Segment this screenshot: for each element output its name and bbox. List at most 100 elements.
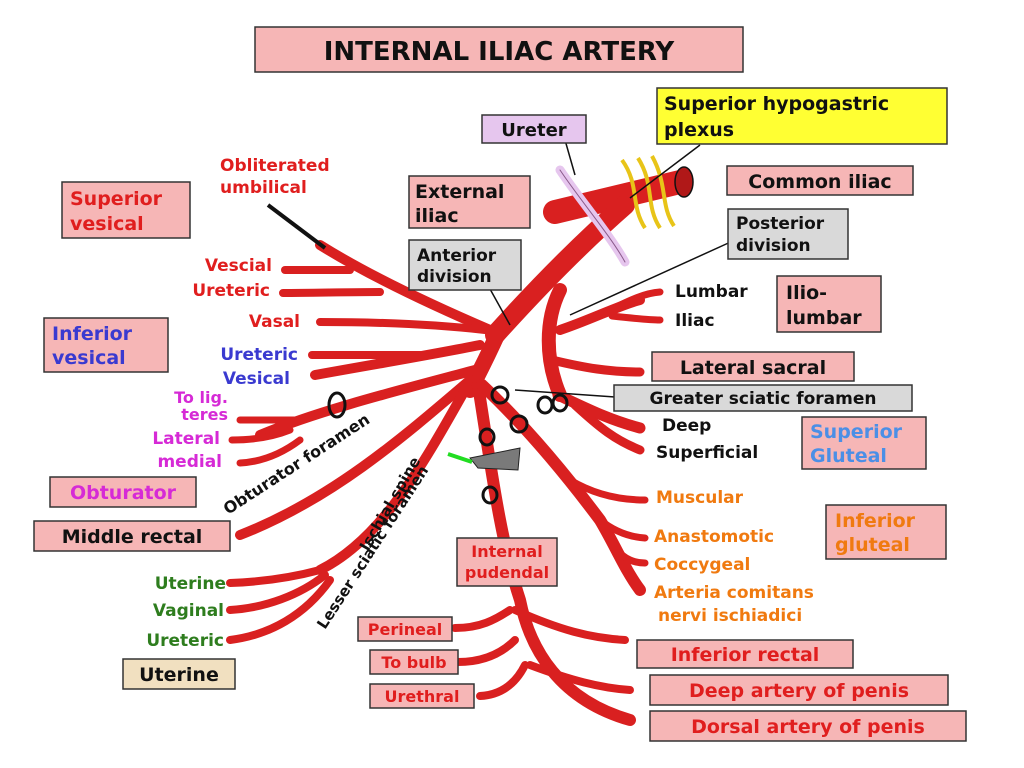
lumbar-branch <box>606 288 664 314</box>
anastomotic-branch <box>596 516 649 542</box>
svg-text:Ureter: Ureter <box>501 120 567 141</box>
svg-text:Urethral: Urethral <box>385 687 460 706</box>
obliterated-umbilical-artery <box>315 240 495 335</box>
middle-rectal-artery <box>235 375 475 540</box>
urethral-label: Urethral <box>369 683 475 709</box>
svg-text:vesical: vesical <box>70 213 144 235</box>
internal-iliac-trunk <box>485 195 635 345</box>
lateral-label: Lateral <box>152 429 220 449</box>
common-iliac-cut-end <box>674 166 694 198</box>
iliolumbar-label: Ilio- lumbar <box>776 275 882 333</box>
ureteric-upper-branch <box>279 288 384 297</box>
svg-text:Superior: Superior <box>810 421 903 443</box>
deep-artery-of-penis-label: Deep artery of penis <box>649 674 949 706</box>
anastomotic-label: Anastomotic <box>654 527 774 547</box>
uterine-branch-label: Uterine <box>155 574 226 594</box>
dorsal-artery-of-penis-label: Dorsal artery of penis <box>649 710 967 742</box>
to-bulb-branch <box>454 636 519 666</box>
superior-gluteal-superficial <box>570 400 645 455</box>
superior-hypogastric-plexus-label: Superior hypogastric plexus <box>656 87 948 145</box>
lateral-sacral-label: Lateral sacral <box>651 351 855 382</box>
inferior-rectal-label: Inferior rectal <box>636 639 854 669</box>
title-box: INTERNAL ILIAC ARTERY <box>254 26 744 73</box>
obturator-foramen-ring <box>327 391 347 419</box>
vaginal-label: Vaginal <box>153 601 224 621</box>
inferior-rectal-branch <box>511 606 629 644</box>
svg-text:Obturator: Obturator <box>70 482 177 504</box>
iliac-branch <box>608 312 664 324</box>
inferior-gluteal-label: Inferior gluteal <box>825 504 947 560</box>
anterior-division-trunk <box>462 325 506 398</box>
svg-text:Inferior: Inferior <box>52 323 133 345</box>
ureteric-green-label: Ureteric <box>146 631 224 651</box>
uterine-artery <box>315 385 470 575</box>
uterine-terminal-branch <box>226 566 324 587</box>
svg-text:Uterine: Uterine <box>139 664 219 686</box>
perineal-branch <box>451 606 514 632</box>
svg-text:Superior: Superior <box>70 188 163 210</box>
svg-text:division: division <box>417 267 492 287</box>
arteria-comitans-label: Arteria comitans nervi ischiadici <box>654 583 814 626</box>
to-bulb-label: To bulb <box>369 649 459 675</box>
vesical-blue-label: Vesical <box>223 369 290 389</box>
common-iliac-trunk <box>543 170 692 224</box>
vasal-branch <box>316 318 489 334</box>
greater-sciatic-ring-1 <box>490 385 510 405</box>
svg-text:Posterior: Posterior <box>736 214 825 234</box>
greater-sciatic-foramen-label: Greater sciatic foramen <box>613 384 913 412</box>
greater-sciatic-ring-2 <box>509 414 529 434</box>
urethral-branch <box>476 661 529 700</box>
external-iliac-label: External iliac <box>408 175 531 229</box>
iliac-label: Iliac <box>675 311 715 331</box>
muscular-label: Muscular <box>656 488 744 508</box>
svg-text:To bulb: To bulb <box>381 653 446 672</box>
svg-text:umbilical: umbilical <box>220 178 307 198</box>
svg-text:Greater sciatic foramen: Greater sciatic foramen <box>649 389 876 409</box>
greater-sciatic-ring-3 <box>536 395 554 415</box>
svg-text:Common iliac: Common iliac <box>748 171 891 193</box>
svg-text:nervi ischiadici: nervi ischiadici <box>658 606 802 626</box>
vescial-label: Vescial <box>205 256 272 276</box>
superficial-label: Superficial <box>656 443 758 463</box>
vasal-label: Vasal <box>249 312 300 332</box>
inferior-gluteal-artery <box>476 379 646 596</box>
coccygeal-label: Coccygeal <box>654 555 750 575</box>
artery-tree <box>226 166 694 726</box>
svg-text:Arteria comitans: Arteria comitans <box>654 583 814 603</box>
svg-text:plexus: plexus <box>664 119 734 141</box>
svg-text:lumbar: lumbar <box>786 307 862 329</box>
internal-pudendal-artery <box>472 379 636 726</box>
to-lig-teres-label: To lig. teres <box>174 388 228 424</box>
posterior-division-label: Posterior division <box>727 208 849 260</box>
svg-text:teres: teres <box>181 405 228 424</box>
lesser-sciatic-ring-1 <box>478 427 496 447</box>
svg-text:division: division <box>736 236 811 256</box>
svg-text:Lateral sacral: Lateral sacral <box>680 357 826 379</box>
uterine-box-label: Uterine <box>122 658 236 690</box>
superior-vesical-label: Superior vesical <box>61 181 191 239</box>
obturator-label: Obturator <box>49 476 197 508</box>
svg-text:Anterior: Anterior <box>417 246 497 266</box>
svg-text:Inferior: Inferior <box>835 510 916 532</box>
svg-text:gluteal: gluteal <box>835 534 910 556</box>
svg-text:Obliterated: Obliterated <box>220 156 330 176</box>
inferior-vesical-label: Inferior vesical <box>43 317 169 373</box>
ischial-spine-pointer <box>447 452 473 464</box>
obliterated-umbilical-label: Obliterated umbilical <box>220 156 330 198</box>
ureteric-upper-label: Ureteric <box>192 281 270 301</box>
vaginal-branch <box>226 571 329 614</box>
coccygeal-branch <box>611 544 649 567</box>
svg-text:Ilio-: Ilio- <box>786 282 827 304</box>
common-iliac-label: Common iliac <box>726 165 914 196</box>
svg-text:Inferior rectal: Inferior rectal <box>671 644 820 666</box>
medial-label: medial <box>157 452 222 472</box>
svg-text:iliac: iliac <box>415 205 459 227</box>
obliterated-umbilical-cord <box>266 203 327 250</box>
ureteric-blue-label: Ureteric <box>220 345 298 365</box>
middle-rectal-label: Middle rectal <box>33 520 231 552</box>
svg-text:Dorsal artery of penis: Dorsal artery of penis <box>691 716 925 738</box>
svg-text:Gluteal: Gluteal <box>810 445 887 467</box>
svg-text:Perineal: Perineal <box>368 620 442 639</box>
superior-gluteal-label: Superior Gluteal <box>801 416 927 470</box>
svg-text:External: External <box>415 181 504 203</box>
